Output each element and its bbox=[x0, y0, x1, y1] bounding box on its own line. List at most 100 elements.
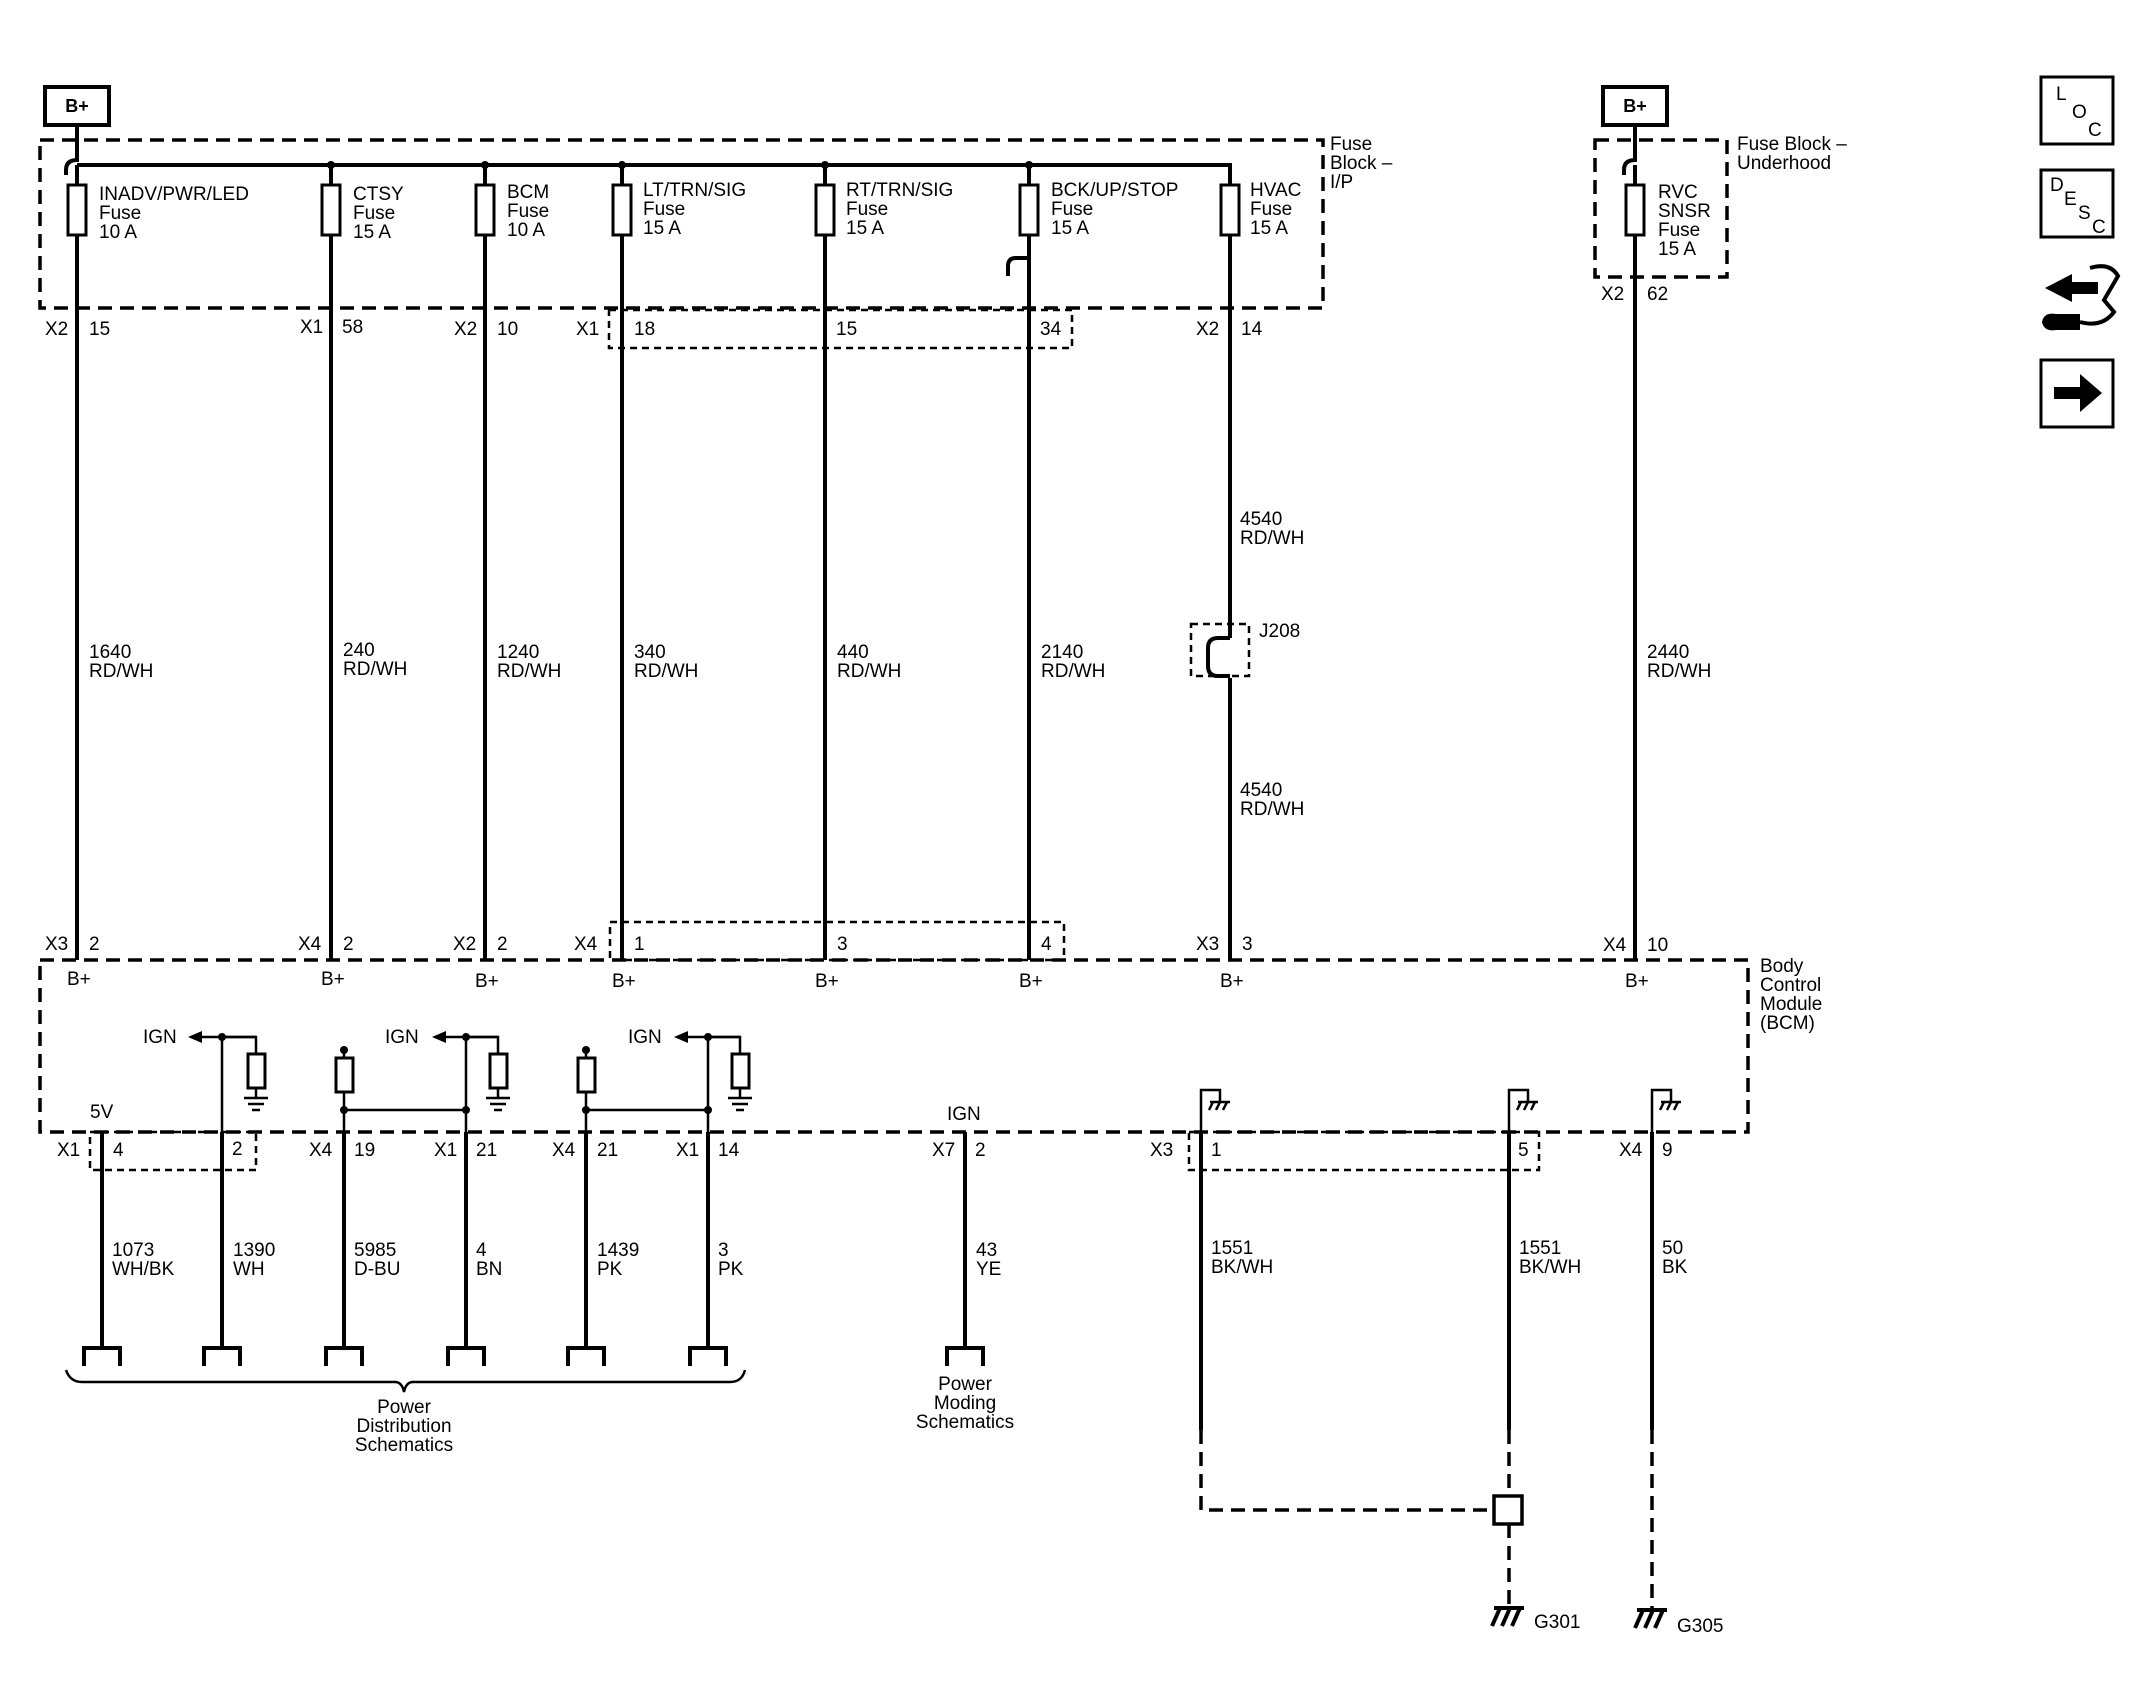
underhood-feed-jog bbox=[1622, 140, 1637, 175]
bcm-title: Body Control Module (BCM) bbox=[1760, 956, 1822, 1034]
supply-tag-left-label: B+ bbox=[65, 96, 89, 116]
svg-text:X7: X7 bbox=[932, 1140, 955, 1161]
fuse-rating: 10 A bbox=[507, 220, 545, 241]
fuse-name: INADV/PWR/LED bbox=[99, 184, 249, 205]
ground-label: G301 bbox=[1534, 1612, 1580, 1633]
supply-tag-left: B+ bbox=[43, 85, 111, 127]
svg-text:S: S bbox=[2078, 203, 2091, 224]
fuse-block-ip-title-3: I/P bbox=[1330, 172, 1353, 193]
splice-j208: J208 bbox=[1189, 621, 1300, 678]
svg-text:PK: PK bbox=[718, 1259, 744, 1280]
svg-text:4: 4 bbox=[113, 1140, 124, 1161]
fuse-word: Fuse bbox=[1051, 199, 1093, 220]
svg-text:2: 2 bbox=[343, 934, 354, 955]
svg-text:RD/WH: RD/WH bbox=[837, 661, 901, 682]
upper-wire-labels: 1640 RD/WH 240 RD/WH 1240 RD/WH 340 RD/W… bbox=[89, 509, 1711, 820]
svg-text:Schematics: Schematics bbox=[916, 1412, 1014, 1433]
svg-text:PK: PK bbox=[597, 1259, 623, 1280]
svg-text:X2: X2 bbox=[45, 319, 68, 340]
svg-text:B+: B+ bbox=[67, 969, 91, 990]
svg-text:X4: X4 bbox=[298, 934, 322, 955]
svg-text:1: 1 bbox=[634, 934, 645, 955]
svg-text:Power: Power bbox=[377, 1397, 432, 1418]
svg-text:RVC: RVC bbox=[1658, 182, 1698, 203]
svg-text:B+: B+ bbox=[1220, 971, 1244, 992]
svg-text:1640: 1640 bbox=[89, 642, 131, 663]
svg-text:62: 62 bbox=[1647, 284, 1668, 305]
svg-text:D-BU: D-BU bbox=[354, 1259, 400, 1280]
fuse-name: HVAC bbox=[1250, 180, 1301, 201]
svg-text:X1: X1 bbox=[57, 1140, 80, 1161]
svg-text:BK: BK bbox=[1662, 1257, 1688, 1278]
svg-text:21: 21 bbox=[597, 1140, 618, 1161]
svg-text:RD/WH: RD/WH bbox=[1647, 661, 1711, 682]
svg-text:15: 15 bbox=[836, 319, 857, 340]
svg-text:X3: X3 bbox=[45, 934, 68, 955]
fuse-name: BCM bbox=[507, 182, 549, 203]
svg-text:C: C bbox=[2088, 120, 2102, 141]
svg-text:X3: X3 bbox=[1196, 934, 1219, 955]
svg-text:X4: X4 bbox=[552, 1140, 576, 1161]
fuse-block-ip-title-1: Fuse bbox=[1330, 134, 1372, 155]
svg-text:Control: Control bbox=[1760, 975, 1821, 996]
svg-text:RD/WH: RD/WH bbox=[1240, 528, 1304, 549]
fuse-rating: 15 A bbox=[353, 222, 391, 243]
fuse-rating: 15 A bbox=[1051, 218, 1089, 239]
supply-tag-right: B+ bbox=[1601, 85, 1669, 127]
svg-text:43: 43 bbox=[976, 1240, 997, 1261]
svg-text:BN: BN bbox=[476, 1259, 502, 1280]
fuse-word: Fuse bbox=[1250, 199, 1292, 220]
fuse-rating: 15 A bbox=[643, 218, 681, 239]
svg-text:Fuse: Fuse bbox=[1658, 220, 1700, 241]
svg-text:X4: X4 bbox=[574, 934, 598, 955]
svg-text:X1: X1 bbox=[676, 1140, 699, 1161]
fuse-name: CTSY bbox=[353, 184, 404, 205]
svg-text:X4: X4 bbox=[309, 1140, 333, 1161]
svg-text:O: O bbox=[2072, 102, 2087, 123]
ground-g305: G305 bbox=[1633, 1608, 1723, 1637]
svg-text:21: 21 bbox=[476, 1140, 497, 1161]
svg-text:Moding: Moding bbox=[934, 1393, 996, 1414]
svg-text:RD/WH: RD/WH bbox=[1240, 799, 1304, 820]
loc-icon[interactable]: L O C bbox=[2039, 75, 2115, 146]
svg-text:WH/BK: WH/BK bbox=[112, 1259, 175, 1280]
svg-text:B+: B+ bbox=[815, 971, 839, 992]
svg-text:4: 4 bbox=[476, 1240, 487, 1261]
desc-icon[interactable]: D E S C bbox=[2039, 168, 2115, 239]
bcm-top-pins: X3 2 X4 2 X2 2 X4 1 3 4 X3 3 X4 10 bbox=[45, 934, 1668, 956]
fuse-block-ip-outline bbox=[38, 138, 1325, 310]
power-distribution-reference: Power Distribution Schematics bbox=[64, 1369, 747, 1456]
svg-text:Distribution: Distribution bbox=[356, 1416, 451, 1437]
svg-text:Body: Body bbox=[1760, 956, 1804, 977]
svg-text:RD/WH: RD/WH bbox=[634, 661, 698, 682]
next-page-arrow-icon[interactable] bbox=[2039, 358, 2115, 429]
svg-text:IGN: IGN bbox=[385, 1027, 419, 1048]
bcm-ign-x7-label: IGN bbox=[947, 1104, 981, 1125]
fuse-rating: 15 A bbox=[1250, 218, 1288, 239]
bcm-ign-circuit-2: IGN bbox=[334, 1027, 510, 1132]
svg-text:1073: 1073 bbox=[112, 1240, 154, 1261]
fuse-name: BCK/UP/STOP bbox=[1051, 180, 1178, 201]
svg-text:14: 14 bbox=[718, 1140, 740, 1161]
svg-text:2140: 2140 bbox=[1041, 642, 1083, 663]
svg-text:E: E bbox=[2064, 189, 2077, 210]
svg-text:RD/WH: RD/WH bbox=[1041, 661, 1105, 682]
svg-text:2: 2 bbox=[89, 934, 100, 955]
svg-text:5: 5 bbox=[1518, 1140, 1529, 1161]
ip-connector-group bbox=[607, 308, 1074, 350]
connector-end-view-icon[interactable] bbox=[2042, 264, 2121, 331]
bcm-top-connector-group bbox=[608, 920, 1066, 962]
svg-text:Module: Module bbox=[1760, 994, 1822, 1015]
fuse-name: RT/TRN/SIG bbox=[846, 180, 953, 201]
svg-text:15 A: 15 A bbox=[1658, 239, 1696, 260]
svg-text:B+: B+ bbox=[1625, 971, 1649, 992]
svg-text:1551: 1551 bbox=[1211, 1238, 1253, 1259]
bcm-outline bbox=[38, 958, 1750, 1134]
svg-text:(BCM): (BCM) bbox=[1760, 1013, 1815, 1034]
svg-text:X2: X2 bbox=[1601, 284, 1624, 305]
svg-text:BK/WH: BK/WH bbox=[1519, 1257, 1581, 1278]
lower-wires bbox=[100, 1132, 1654, 1430]
bcm-ign-circuit-3: IGN bbox=[576, 1027, 752, 1132]
svg-text:10: 10 bbox=[1647, 935, 1668, 956]
